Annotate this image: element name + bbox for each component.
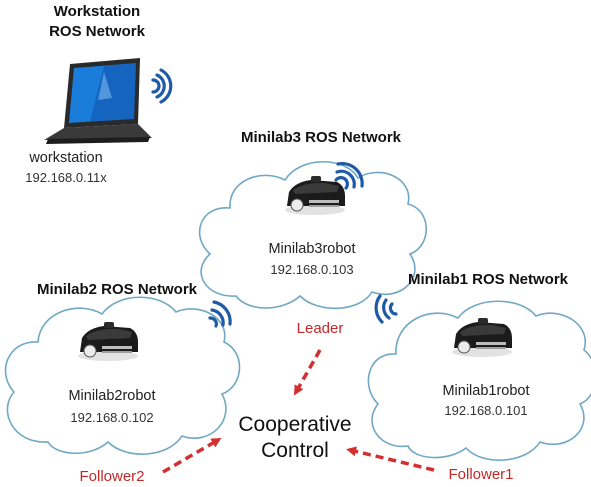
workstation-name: workstation xyxy=(29,150,103,166)
workstation-title-line1: Workstation xyxy=(53,3,141,20)
arrow-follower1 xyxy=(346,446,435,472)
wifi-minilab3-icon xyxy=(334,161,364,190)
minilab1-network-title: Minilab1 ROS Network xyxy=(407,271,569,288)
minilab1-robot-ip: 192.168.0.101 xyxy=(444,403,528,418)
cloud-minilab3 xyxy=(198,160,428,310)
role-follower2: Follower2 xyxy=(79,468,145,485)
role-leader: Leader xyxy=(296,320,344,337)
minilab3-robot-ip: 192.168.0.103 xyxy=(270,262,354,277)
arrow-leader xyxy=(294,349,322,396)
minilab2-network-title: Minilab2 ROS Network xyxy=(36,281,198,298)
arrow-follower2 xyxy=(162,437,222,474)
cloud-minilab2 xyxy=(4,296,241,455)
center-title-line1: Cooperative xyxy=(238,413,352,436)
cloud-minilab1 xyxy=(367,300,591,461)
workstation-title-line2: ROS Network xyxy=(49,23,145,40)
center-title-line2: Control xyxy=(261,439,329,462)
minilab1-robot-name: Minilab1robot xyxy=(442,383,530,399)
workstation-ip: 192.168.0.11x xyxy=(25,170,107,185)
wifi-minilab2-icon xyxy=(208,300,232,328)
laptop-icon xyxy=(44,58,152,144)
minilab2-robot-ip: 192.168.0.102 xyxy=(70,410,154,425)
minilab2-robot-name: Minilab2robot xyxy=(68,388,156,404)
wifi-workstation-icon xyxy=(151,68,173,104)
wifi-minilab1-icon xyxy=(374,294,398,324)
minilab3-robot-name: Minilab3robot xyxy=(268,241,356,257)
role-follower1: Follower1 xyxy=(448,466,514,483)
minilab3-network-title: Minilab3 ROS Network xyxy=(240,129,402,146)
